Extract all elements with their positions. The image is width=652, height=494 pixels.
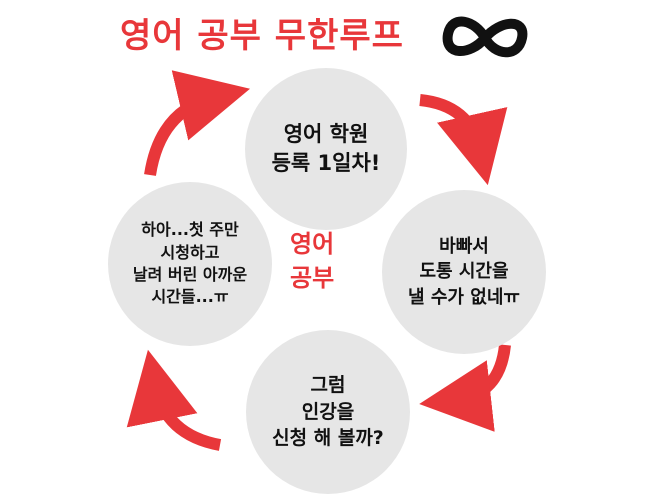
step-text: 신청 해 볼까? xyxy=(272,427,384,450)
step-text: 영어 학원 xyxy=(283,121,369,146)
step-text: 시간들...ㅠ xyxy=(151,287,229,307)
center-line: 공부 xyxy=(290,263,335,292)
step-text: 날려 버린 아까운 xyxy=(132,265,248,284)
step-text: 낼 수가 없네ㅠ xyxy=(408,286,520,308)
infinity-icon xyxy=(442,16,528,58)
step-text: 바빠서 xyxy=(439,236,489,258)
step-text: 하아...첫 주만 xyxy=(141,220,239,240)
step-text: 인강을 xyxy=(301,400,355,423)
arrow-bottom-left xyxy=(126,349,222,451)
arrow-left-top xyxy=(144,70,251,177)
step-text: 시청하고 xyxy=(160,242,220,262)
arrow-top-right xyxy=(419,94,508,186)
page-title: 영어 공부 무한루프 xyxy=(120,16,404,56)
step-text: 도통 시간을 xyxy=(419,261,509,283)
center-line: 영어 xyxy=(290,230,335,258)
arrow-right-bottom xyxy=(419,344,511,432)
center-label: 영어 공부 xyxy=(290,228,334,295)
step-text: 그럼 xyxy=(310,374,346,397)
step-text: 등록 1일차! xyxy=(271,151,381,175)
